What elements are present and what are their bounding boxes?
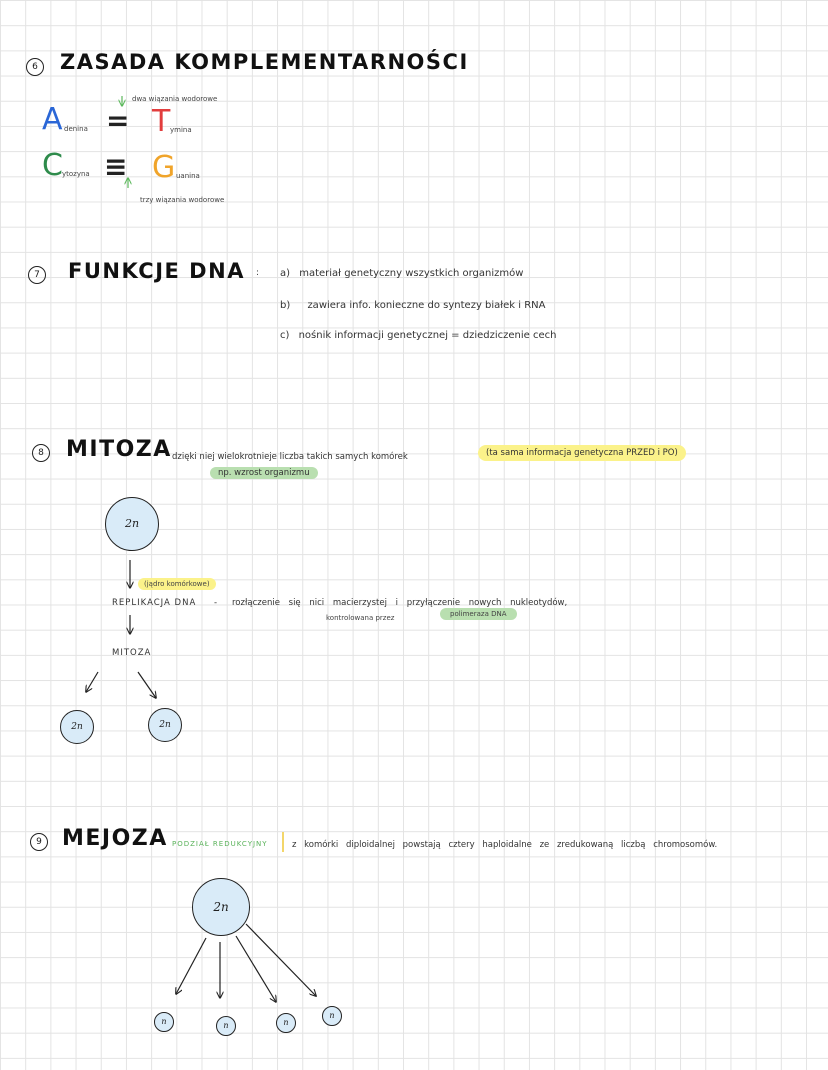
pair1-bond-note: dwa wiązania wodorowe [132,95,218,103]
section-9-title: MEJOZA [62,826,168,851]
section-7-title: FUNKCJE DNA [68,259,245,283]
replication-dash: - [214,598,218,608]
triple-bond-sign: ≡ [104,150,128,183]
base-g-letter: G [152,150,176,185]
pair2-bond-note: trzy wiązania wodorowe [140,196,225,204]
mitosis-daughter-cell-2: 2n [148,708,182,742]
meiosis-arrow-3 [235,935,276,1002]
meiosis-daughter-cell-3: n [276,1013,296,1033]
mitosis-parent-cell: 2n [105,497,159,551]
polymerase-note: polimeraza DNA [440,608,517,620]
function-item-b-marker: b) [280,300,291,311]
meiosis-description: z komórki diploidalnej powstają cztery h… [292,840,718,850]
polymerase-wrap: polimeraza DNA [440,608,517,620]
function-item-c: c) nośnik informacji genetycznej = dzied… [280,330,556,341]
function-item-c-marker: c) [280,330,290,341]
section-8-number: 8 [32,444,50,462]
mitosis-step-label: MITOZA [112,648,152,658]
section-8-title: MITOZA [66,437,172,462]
replication-label: REPLIKACJA DNA [112,598,197,608]
section-9-number: 9 [30,833,48,851]
replication-description: rozłączenie się nici macierzystej i przy… [232,598,568,608]
section-6-number: 6 [26,58,44,76]
tag-separator [282,832,284,852]
meiosis-daughter-cell-1: n [154,1012,174,1032]
section-6-title: ZASADA KOMPLEMENTARNOŚCI [60,50,469,74]
mitosis-highlight-green: np. wzrost organizmu [210,467,318,479]
function-item-c-text: nośnik informacji genetycznej = dziedzic… [298,330,557,341]
function-item-b: b) zawiera info. konieczne do syntezy bi… [280,300,546,311]
double-bond-sign: = [106,104,130,137]
nucleus-note: (jądro komórkowe) [138,578,216,590]
section-7-colon: : [256,268,259,278]
reduction-division-tag: PODZIAŁ REDUKCYJNY [172,840,268,848]
controlled-by-note: kontrolowana przez [326,614,395,622]
meiosis-daughter-cell-2: n [216,1016,236,1036]
function-item-a-marker: a) [280,268,291,279]
mitosis-right-arrow [137,671,156,698]
meiosis-arrow-1 [176,937,207,994]
function-item-b-text: zawiera info. konieczne do syntezy białe… [307,300,546,311]
function-item-a-text: materiał genetyczny wszystkich organizmó… [299,268,524,279]
mitosis-daughter-cell-1: 2n [60,710,94,744]
nucleus-note-wrap: (jądro komórkowe) [138,578,216,590]
base-c-label: ytozyna [62,170,90,178]
base-t-letter: T [152,104,171,139]
mitosis-description: dzięki niej wielokrotnieje liczba takich… [172,452,408,462]
base-t-label: ymina [170,126,192,134]
function-item-a: a) materiał genetyczny wszystkich organi… [280,268,523,279]
section-7-number: 7 [28,266,46,284]
base-c-letter: C [42,148,63,183]
meiosis-parent-cell: 2n [192,878,250,936]
meiosis-arrow-4 [245,923,316,996]
mitosis-left-arrow [86,671,99,692]
same-genetic-info-note: (ta sama informacja genetyczna PRZED i P… [478,445,686,461]
growth-example-note: np. wzrost organizmu [210,467,318,479]
base-a-label: denina [64,125,88,133]
base-g-label: uanina [176,172,200,180]
base-a-letter: A [42,102,63,137]
meiosis-daughter-cell-4: n [322,1006,342,1026]
mitosis-highlight-yellow: (ta sama informacja genetyczna PRZED i P… [478,445,686,461]
